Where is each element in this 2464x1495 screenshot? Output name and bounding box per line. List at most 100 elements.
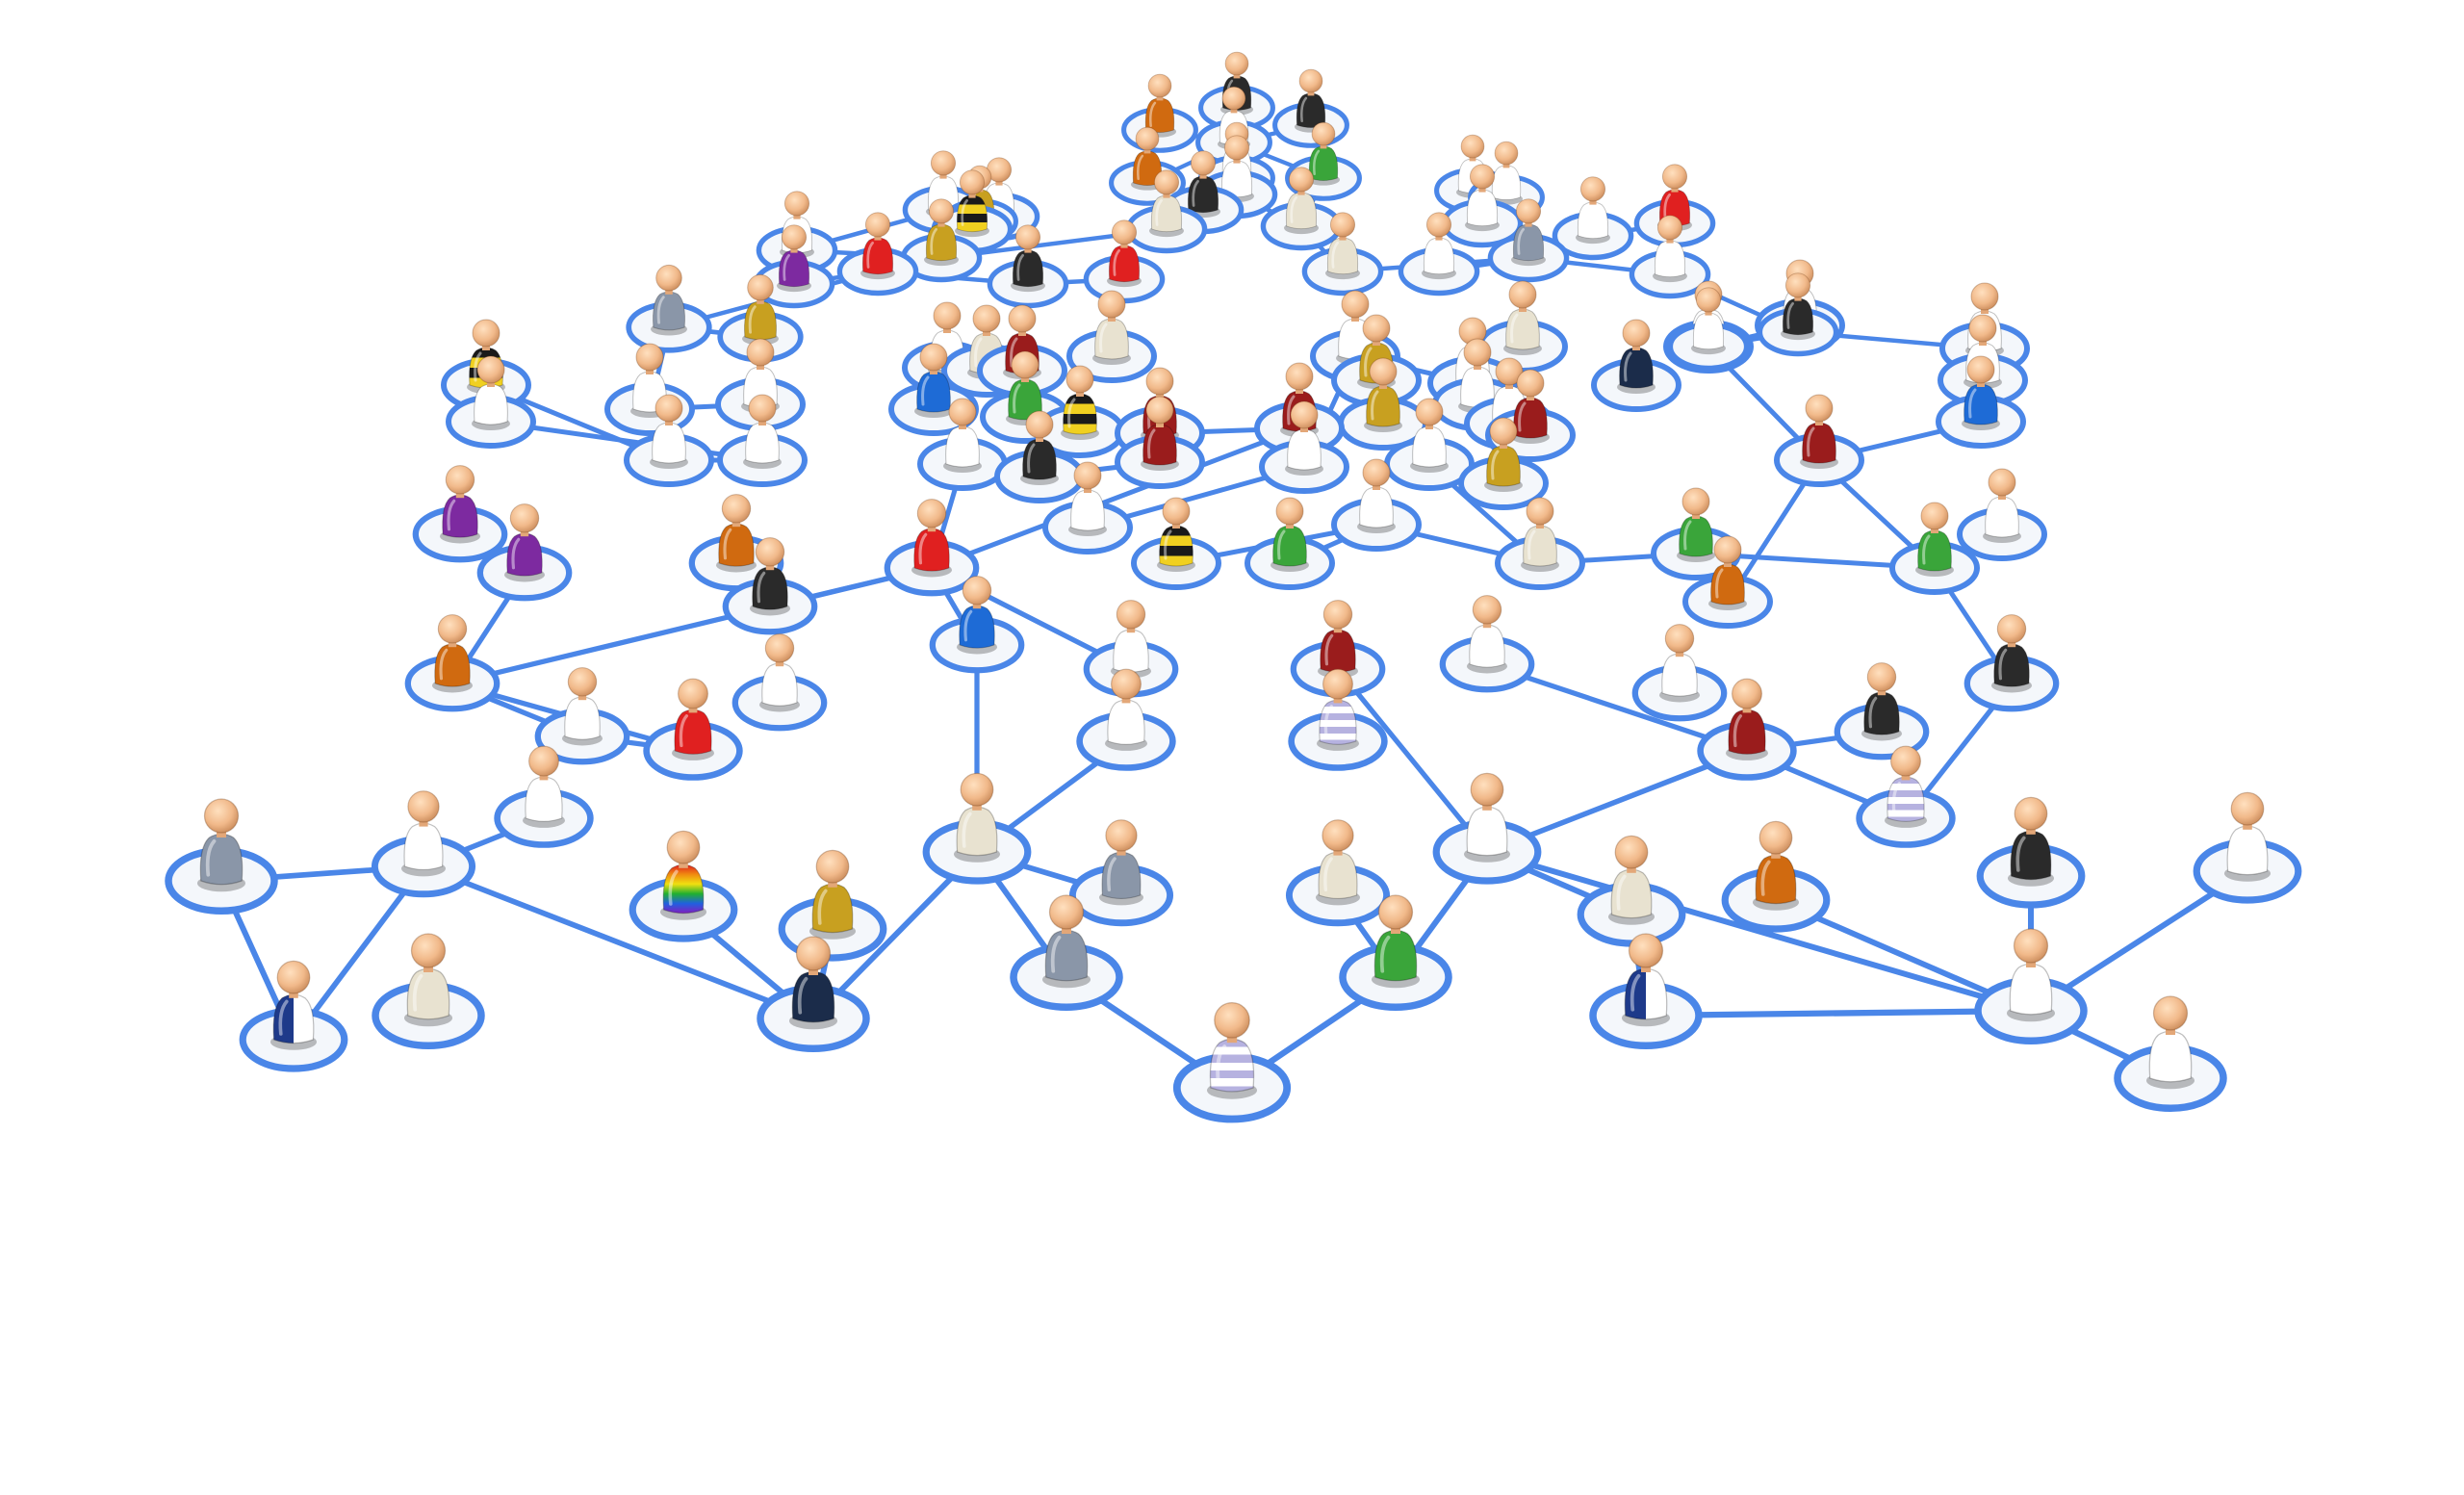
person-figure-icon (745, 394, 780, 464)
figure-neck (939, 171, 947, 179)
figure-body (1679, 515, 1713, 557)
figure-body (1070, 489, 1105, 531)
figure-body (1209, 1038, 1255, 1093)
figure-body (925, 223, 958, 262)
person-node (1083, 600, 1179, 698)
person-figure-icon (506, 503, 543, 577)
figure-highlight (1117, 633, 1127, 666)
figure-head (1135, 126, 1160, 151)
figure-head (1805, 394, 1834, 423)
person-figure-icon (1318, 819, 1358, 900)
person-figure-icon (1150, 169, 1183, 233)
figure-highlight (1462, 162, 1470, 189)
figure-head (962, 576, 992, 606)
figure-highlight (866, 241, 874, 269)
figure-highlight (1922, 534, 1931, 565)
figure-highlight (2015, 836, 2026, 872)
figure-highlight (1471, 193, 1478, 220)
figure-highlight (478, 388, 487, 419)
figure-head (1322, 819, 1354, 852)
figure-highlight (1300, 96, 1308, 123)
figure-head (2230, 791, 2265, 826)
person-figure-icon (1107, 668, 1145, 745)
link-line (488, 419, 765, 463)
figure-body (1993, 643, 2030, 687)
figure-highlight (679, 714, 689, 748)
figure-highlight (757, 571, 766, 604)
figure-head (654, 394, 683, 423)
figure-head (1656, 215, 1683, 241)
figure-head (1695, 287, 1722, 313)
person-figure-icon (791, 936, 835, 1023)
figure-head (476, 355, 505, 384)
figure-highlight (1581, 205, 1589, 233)
person-figure-icon (1692, 287, 1725, 350)
person-node (629, 830, 738, 942)
figure-neck (665, 287, 673, 295)
figure-head (1311, 121, 1336, 146)
figure-body (2148, 1030, 2193, 1083)
figure-highlight (1010, 337, 1018, 368)
figure-body (1366, 385, 1400, 427)
figure-head (1622, 319, 1651, 348)
figure-head (783, 191, 810, 217)
figure-highlight (569, 701, 578, 734)
figure-head (2013, 928, 2049, 964)
figure-head (928, 198, 955, 224)
figure-head (1329, 212, 1356, 238)
figure-highlight (1786, 301, 1794, 329)
figure-neck (1120, 241, 1128, 248)
person-figure-icon (1993, 614, 2030, 687)
figure-body (1728, 709, 1766, 755)
figure-body (1113, 629, 1149, 673)
person-node (1856, 745, 1956, 848)
person-node (2114, 995, 2227, 1112)
figure-head (1681, 487, 1710, 516)
figure-highlight (1216, 1044, 1227, 1084)
figure-body (1863, 691, 1900, 735)
figure-head (1065, 365, 1094, 394)
person-node (922, 772, 1032, 885)
person-figure-icon (653, 264, 685, 331)
figure-body (1094, 318, 1129, 360)
figure-body (1755, 854, 1797, 905)
figure-head (1470, 772, 1504, 807)
figure-highlight (1491, 450, 1500, 480)
person-figure-icon (564, 667, 601, 740)
figure-head (437, 614, 468, 644)
figure-head (1224, 51, 1249, 76)
figure-highlight (2154, 1036, 2166, 1074)
figure-highlight (1067, 398, 1076, 428)
figure-highlight (412, 973, 424, 1012)
person-figure-icon (1505, 280, 1540, 350)
figure-highlight (750, 426, 758, 457)
figure-head (1221, 86, 1246, 111)
figure-head (795, 936, 832, 971)
figure-head (1111, 668, 1142, 700)
figure-highlight (1989, 501, 1998, 531)
person-node (626, 264, 712, 353)
person-node (1125, 169, 1208, 254)
figure-head (1508, 280, 1537, 309)
figure-head (930, 150, 957, 176)
figure-body (2226, 825, 2269, 876)
person-figure-icon (1782, 272, 1814, 336)
figure-head (1495, 357, 1524, 386)
figure-body (913, 528, 950, 572)
person-figure-icon (1159, 497, 1194, 567)
figure-highlight (930, 227, 937, 255)
person-figure-icon (1491, 141, 1522, 200)
figure-body (1661, 653, 1698, 697)
figure-neck (1742, 704, 1752, 713)
figure-highlight (529, 782, 540, 815)
figure-body (752, 566, 788, 610)
person-figure-icon (1101, 819, 1142, 900)
person-figure-icon (1285, 167, 1318, 230)
person-node (1066, 290, 1157, 383)
figure-neck (1226, 1032, 1238, 1044)
person-figure-icon (1319, 668, 1357, 745)
person-figure-icon (1320, 600, 1356, 673)
figure-head (2152, 995, 2189, 1031)
figure-neck (448, 638, 457, 648)
